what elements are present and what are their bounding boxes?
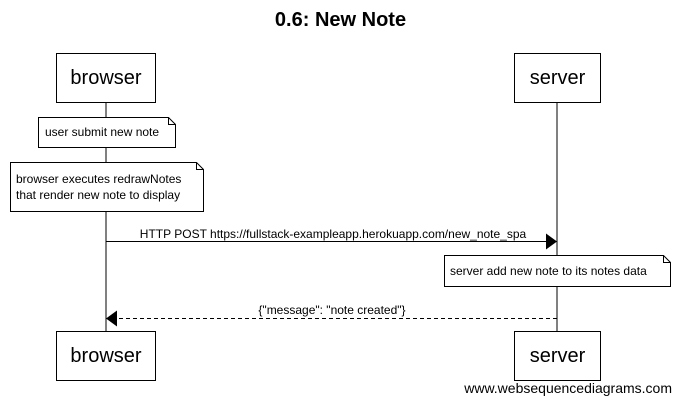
- participant-browser-bottom: browser: [56, 331, 156, 381]
- participant-browser-top: browser: [56, 53, 156, 103]
- message-http-post-label: HTTP POST https://fullstack-exampleapp.h…: [139, 227, 527, 241]
- message-note-created-label: {"message": "note created"}: [258, 303, 406, 317]
- diagram-title: 0.6: New Note: [274, 9, 407, 31]
- note-line: server add new note to its notes data: [450, 264, 647, 278]
- note-2-shape: [10, 162, 204, 212]
- note-line: browser executes redrawNotes: [16, 172, 182, 186]
- note-1-shape: [38, 117, 176, 148]
- participant-server-top: server: [514, 53, 601, 103]
- participant-server-bottom: server: [514, 331, 601, 381]
- note-line: user submit new note: [45, 125, 160, 139]
- message-1-arrowhead: [546, 233, 557, 250]
- message-2-arrowhead: [106, 310, 117, 327]
- watermark-link: www.websequencediagrams.com: [464, 380, 672, 396]
- note-3-shape: [444, 255, 671, 287]
- note-user-submit: user submit new note: [45, 124, 159, 140]
- note-line: that render new note to display: [16, 188, 181, 202]
- note-server-add: server add new note to its notes data: [450, 263, 647, 279]
- note-redraw-notes: browser executes redrawNotes that render…: [16, 171, 181, 203]
